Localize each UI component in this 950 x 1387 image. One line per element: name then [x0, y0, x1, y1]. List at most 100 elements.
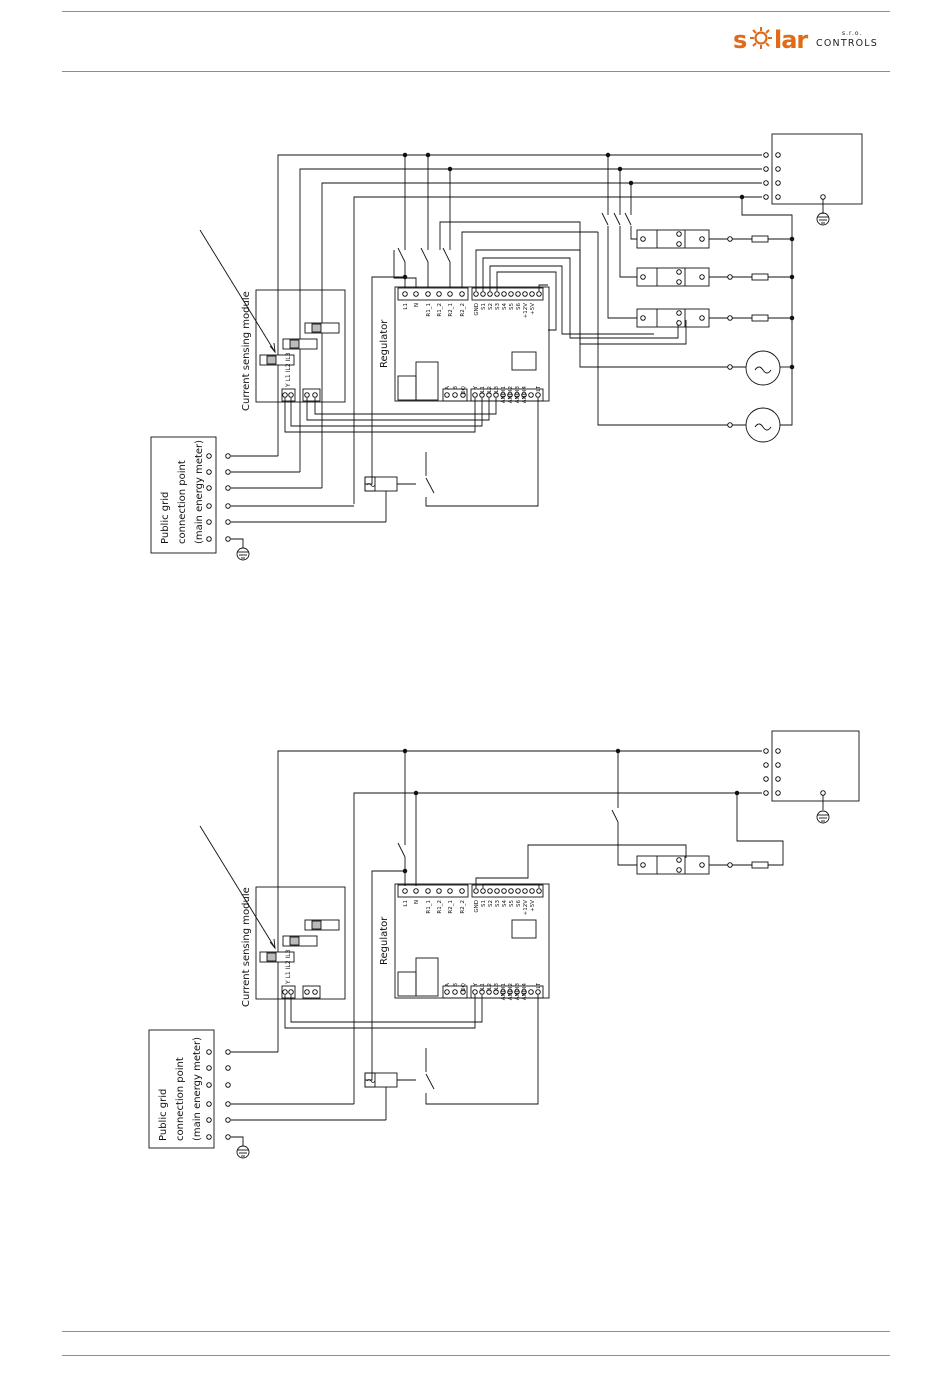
grid-label-line-3: (main energy meter) — [194, 440, 205, 544]
terminal-label: LT — [536, 982, 542, 988]
grid-label-2-line-3: (main energy meter) — [192, 1037, 203, 1141]
terminal-label: R1_2 — [437, 900, 443, 914]
module-terminals-1: Y L1 IL2 IL3 — [285, 352, 292, 388]
terminal-label: R1_1 — [426, 900, 432, 914]
regulator-label-2: Regulator — [379, 916, 390, 965]
diagram-2-labels: Current sensing module Regulator Y L1 IL… — [158, 887, 390, 1141]
ac-source-icons-1 — [727, 350, 781, 443]
terminal-label: N — [414, 303, 420, 307]
terminal-label: B — [453, 983, 459, 987]
regulator-bottom-terminals-1 — [442, 388, 544, 402]
logo-letter-s: s — [733, 26, 748, 54]
terminal-label: +5V — [530, 900, 536, 912]
terminal-label: R1_1 — [426, 303, 432, 317]
terminal-label: R1_2 — [437, 303, 443, 317]
terminal-label: A — [445, 386, 451, 390]
current-transformers-1 — [259, 322, 340, 366]
terminal-label: N — [414, 900, 420, 904]
terminal-label: IL2 — [487, 386, 493, 394]
terminal-label: GND — [474, 303, 480, 316]
terminal-label: IL3 — [494, 983, 500, 992]
terminal-label: S1 — [481, 900, 487, 907]
terminal-label: GND — [474, 900, 480, 913]
diagram-1-labels: Current sensing module Regulator Y L1 IL… — [160, 291, 390, 544]
logo-sro: s.r.o. — [842, 30, 863, 37]
terminal-label: R2_1 — [448, 900, 454, 914]
terminal-label: ANDI4 — [522, 386, 528, 404]
terminal-label: ANDI1 — [501, 386, 507, 403]
module-label-2: Current sensing module — [241, 887, 252, 1007]
terminal-label: ANDI2 — [508, 386, 514, 403]
regulator-relay-switches-1 — [393, 221, 598, 288]
terminal-label: +12V — [523, 900, 529, 916]
terminal-label: S6 — [516, 900, 522, 907]
grid-label-2-line-2: connection point — [175, 1057, 186, 1141]
grid-label-line-2: connection point — [177, 460, 188, 544]
terminal-label: S3 — [495, 900, 501, 907]
terminal-label: B — [453, 386, 459, 390]
current-sensing-module-1 — [255, 289, 346, 403]
ground-icon-inverter-2 — [816, 810, 830, 824]
ground-icon-grid-1 — [236, 547, 250, 561]
terminal-label: S4 — [502, 303, 508, 310]
current-sensing-module-2 — [255, 886, 346, 1000]
terminal-label: A — [445, 983, 451, 987]
terminal-label: ANDI3 — [515, 983, 521, 1001]
terminal-label: ANDI1 — [501, 983, 507, 1000]
diagram-1 — [150, 133, 863, 561]
public-grid-box-1 — [150, 436, 217, 554]
terminal-label: S5 — [509, 900, 515, 907]
terminal-label: Y — [473, 385, 479, 390]
header-top-rule — [62, 11, 890, 12]
module-label-1: Current sensing module — [241, 291, 252, 411]
terminal-label: R2_1 — [448, 303, 454, 317]
terminal-label: L1 — [403, 303, 409, 310]
header-bottom-rule — [62, 71, 890, 72]
public-grid-box-2 — [148, 1029, 215, 1149]
terminal-label: Y — [473, 982, 479, 987]
grid-label-2-line-1: Public grid — [158, 1089, 169, 1141]
terminal-label: S3 — [495, 303, 501, 310]
grid-label-1: Public grid connection point (main energ… — [160, 440, 205, 544]
terminal-label: IL3 — [494, 386, 500, 395]
inverter-box-1 — [771, 133, 863, 205]
terminal-label: S4 — [502, 900, 508, 907]
grid-label-line-1: Public grid — [160, 492, 171, 544]
footer-bottom-rule — [62, 1355, 890, 1356]
output-relays-1 — [579, 155, 795, 426]
terminal-label: ANDI4 — [522, 983, 528, 1001]
terminal-label: S1 — [481, 303, 487, 310]
terminal-label: +5V — [530, 303, 536, 315]
grid-label-2: Public grid connection point (main energ… — [158, 1037, 203, 1141]
terminal-label: IL1 — [480, 386, 486, 394]
regulator-label-1: Regulator — [379, 319, 390, 368]
terminal-label: R2_2 — [460, 900, 466, 914]
terminal-label: IL1 — [480, 983, 486, 991]
terminal-label: DQ — [461, 982, 467, 991]
terminal-label: +12V — [523, 303, 529, 319]
grid-terminals-1 — [206, 453, 231, 542]
module-terminals-2: Y L1 IL2 IL3 — [285, 949, 292, 985]
ground-icon-grid-2 — [236, 1145, 250, 1159]
terminal-label: LT — [536, 385, 542, 391]
ground-icon-inverter-1 — [816, 212, 830, 226]
terminal-label: S6 — [516, 303, 522, 310]
logo-controls: CONTROLS — [816, 38, 879, 49]
terminal-label: R2_2 — [460, 303, 466, 317]
terminal-label: S2 — [488, 900, 494, 907]
terminal-label: IL2 — [487, 983, 493, 991]
footer-top-rule — [62, 1331, 890, 1332]
terminal-label: ANDI3 — [515, 386, 521, 404]
inverter-box-2 — [771, 730, 860, 802]
terminal-label: ANDI2 — [508, 983, 514, 1000]
logo-word: lar — [774, 26, 808, 54]
diagram-2 — [148, 730, 860, 1159]
terminal-label: DQ — [461, 385, 467, 394]
terminal-label: S5 — [509, 303, 515, 310]
output-relay-2 — [611, 751, 784, 875]
terminal-label: S2 — [488, 303, 494, 310]
sun-icon — [750, 27, 772, 49]
